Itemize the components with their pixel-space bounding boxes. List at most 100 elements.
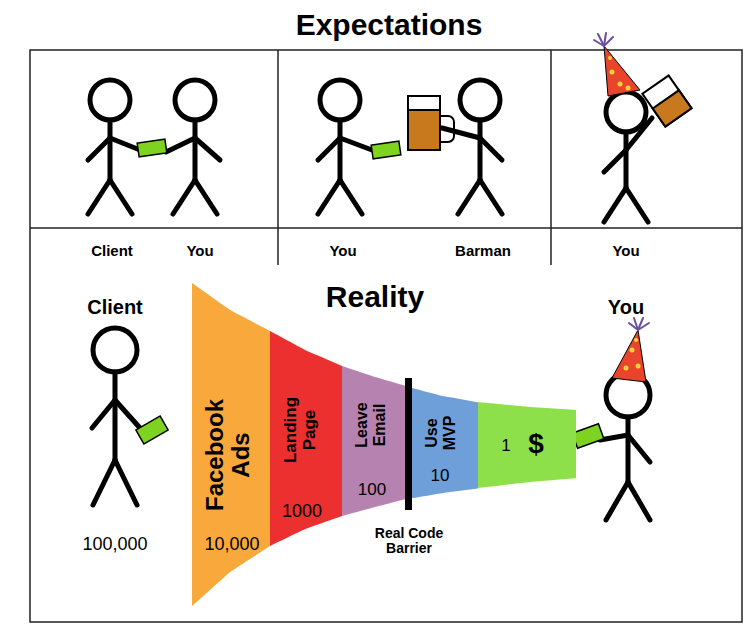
party-hat [630,348,635,353]
funnel-band [192,283,270,606]
party-hat [594,33,613,46]
beer-mug [642,76,691,127]
party-hat [612,318,649,382]
stick-figure [318,180,340,214]
stick-figure [113,372,118,460]
money-bill [371,141,401,159]
beer-mug [408,96,440,110]
funnel-stage: Leave Email 100 [342,366,405,516]
party-hat [634,338,638,342]
party-hat [608,56,612,60]
stick-figure [624,132,629,188]
panel-frame [550,50,552,265]
stick-figure [90,80,130,120]
stage-count: 10 [431,467,450,486]
party-hat [594,40,604,46]
stick-figure [318,138,340,160]
stick-figure [108,120,113,180]
stick-figure [478,120,483,180]
funnel-stage: Use MVP 10 [412,388,478,498]
party-hat [612,330,646,382]
party-hat [604,37,613,46]
panel-frame [277,50,279,265]
stick-figure [340,138,372,150]
money-bill [137,139,167,157]
stick-figure [173,180,195,214]
stick-figure [340,180,362,214]
stick-figure [110,180,132,214]
figure-name: Client [91,243,133,260]
party-hat [604,46,640,96]
stick-figure [458,180,480,214]
party-hat [636,364,641,369]
stage-count: 100 [358,481,386,500]
stick-figure [92,400,115,428]
barrier-label: Real Code Barrier [363,526,455,557]
party-hat [594,33,640,96]
beer-mug [408,96,454,150]
stick-figure [442,128,480,138]
stick-figure [460,80,500,120]
stick-figure [628,482,650,520]
beer-mug [408,108,440,150]
figure-name: You [186,243,213,260]
count: 100,000 [82,535,147,555]
stick-figure [115,400,140,428]
title: Expectations [296,8,483,41]
party-hat [624,366,629,371]
stick-figure [88,80,652,520]
funnel-band [478,402,576,488]
stick-figure [338,120,343,180]
stick-figure [480,180,502,214]
panel-frame [30,227,742,229]
stick-figure [480,138,502,160]
stick-figure [110,138,140,150]
stick-figure [93,328,137,372]
stage-name: Landing Page [282,391,319,469]
stick-figure [320,80,360,120]
party-hat [610,70,615,75]
funnel-stage: Facebook Ads 10,000 [192,283,270,606]
code-barrier [405,378,412,510]
stick-figure [166,138,195,152]
party-hat [626,86,631,91]
beer-mug [653,90,692,126]
funnel-band [342,366,405,516]
stage-name: Facebook Ads [202,393,255,518]
money-bill [572,424,604,449]
section-heading: Reality [326,280,424,313]
figure-name: Client [87,296,143,318]
panel-frame [30,50,742,622]
stick-figure [195,138,220,160]
stage-count: 1000 [282,502,322,522]
money-bill [136,416,168,444]
stage-name: Use MVP [423,410,458,456]
stick-figure [626,118,652,150]
stick-figure [88,138,110,160]
stick-figure [606,482,628,520]
stick-figure [628,435,650,462]
stage-count: 10,000 [204,535,259,555]
figure-name: You [612,243,639,260]
stick-figure [195,180,217,214]
stick-figure [626,417,631,482]
stage-name: 1 [501,437,510,456]
party-hat [618,82,623,87]
stage-name: Leave Email [353,394,388,456]
figure-name: Barman [455,243,511,260]
stick-figure [626,188,648,222]
panel-frame [30,50,742,622]
funnel-stage: Landing Page 1000 [270,331,342,546]
funnel-band [412,388,478,498]
party-hat [638,323,649,330]
stick-figure [193,120,198,180]
stick-figure [175,80,215,120]
funnel-band [478,402,576,488]
stick-figure [604,150,626,172]
party-hat [629,323,638,330]
stick-figure [606,92,646,132]
beer-mug [440,116,454,142]
party-hat [629,318,649,330]
figure-name: You [329,243,356,260]
funnel-stage: 1$ [478,402,576,488]
